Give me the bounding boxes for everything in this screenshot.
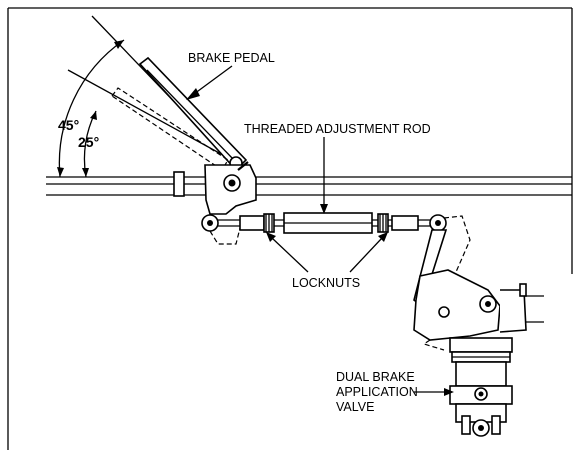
label-locknuts: LOCKNUTS — [292, 276, 360, 290]
brake-pedal — [138, 56, 248, 172]
leader-locknuts — [266, 232, 388, 273]
label-angle-45: 45° — [58, 117, 79, 133]
angle-indicator — [57, 15, 233, 178]
leader-valve — [414, 388, 454, 396]
diagram-frame — [7, 7, 573, 450]
label-valve-line3: VALVE — [336, 400, 374, 414]
leader-threaded-rod — [320, 137, 328, 214]
leader-brake-pedal — [186, 65, 233, 100]
label-angle-25: 25° — [78, 134, 99, 150]
label-threaded-adjustment-rod: THREADED ADJUSTMENT ROD — [244, 122, 431, 136]
label-valve-line2: APPLICATION — [336, 385, 418, 399]
label-brake-pedal: BRAKE PEDAL — [188, 51, 275, 65]
label-valve-line1: DUAL BRAKE — [336, 370, 415, 384]
bell-crank-linkage — [413, 214, 544, 351]
locknut-right — [377, 213, 389, 233]
dual-brake-application-valve — [449, 337, 513, 437]
locknut-left — [263, 213, 275, 233]
floor-rail — [46, 176, 572, 196]
threaded-adjustment-rod — [218, 212, 438, 234]
pedal-bracket — [173, 161, 257, 245]
